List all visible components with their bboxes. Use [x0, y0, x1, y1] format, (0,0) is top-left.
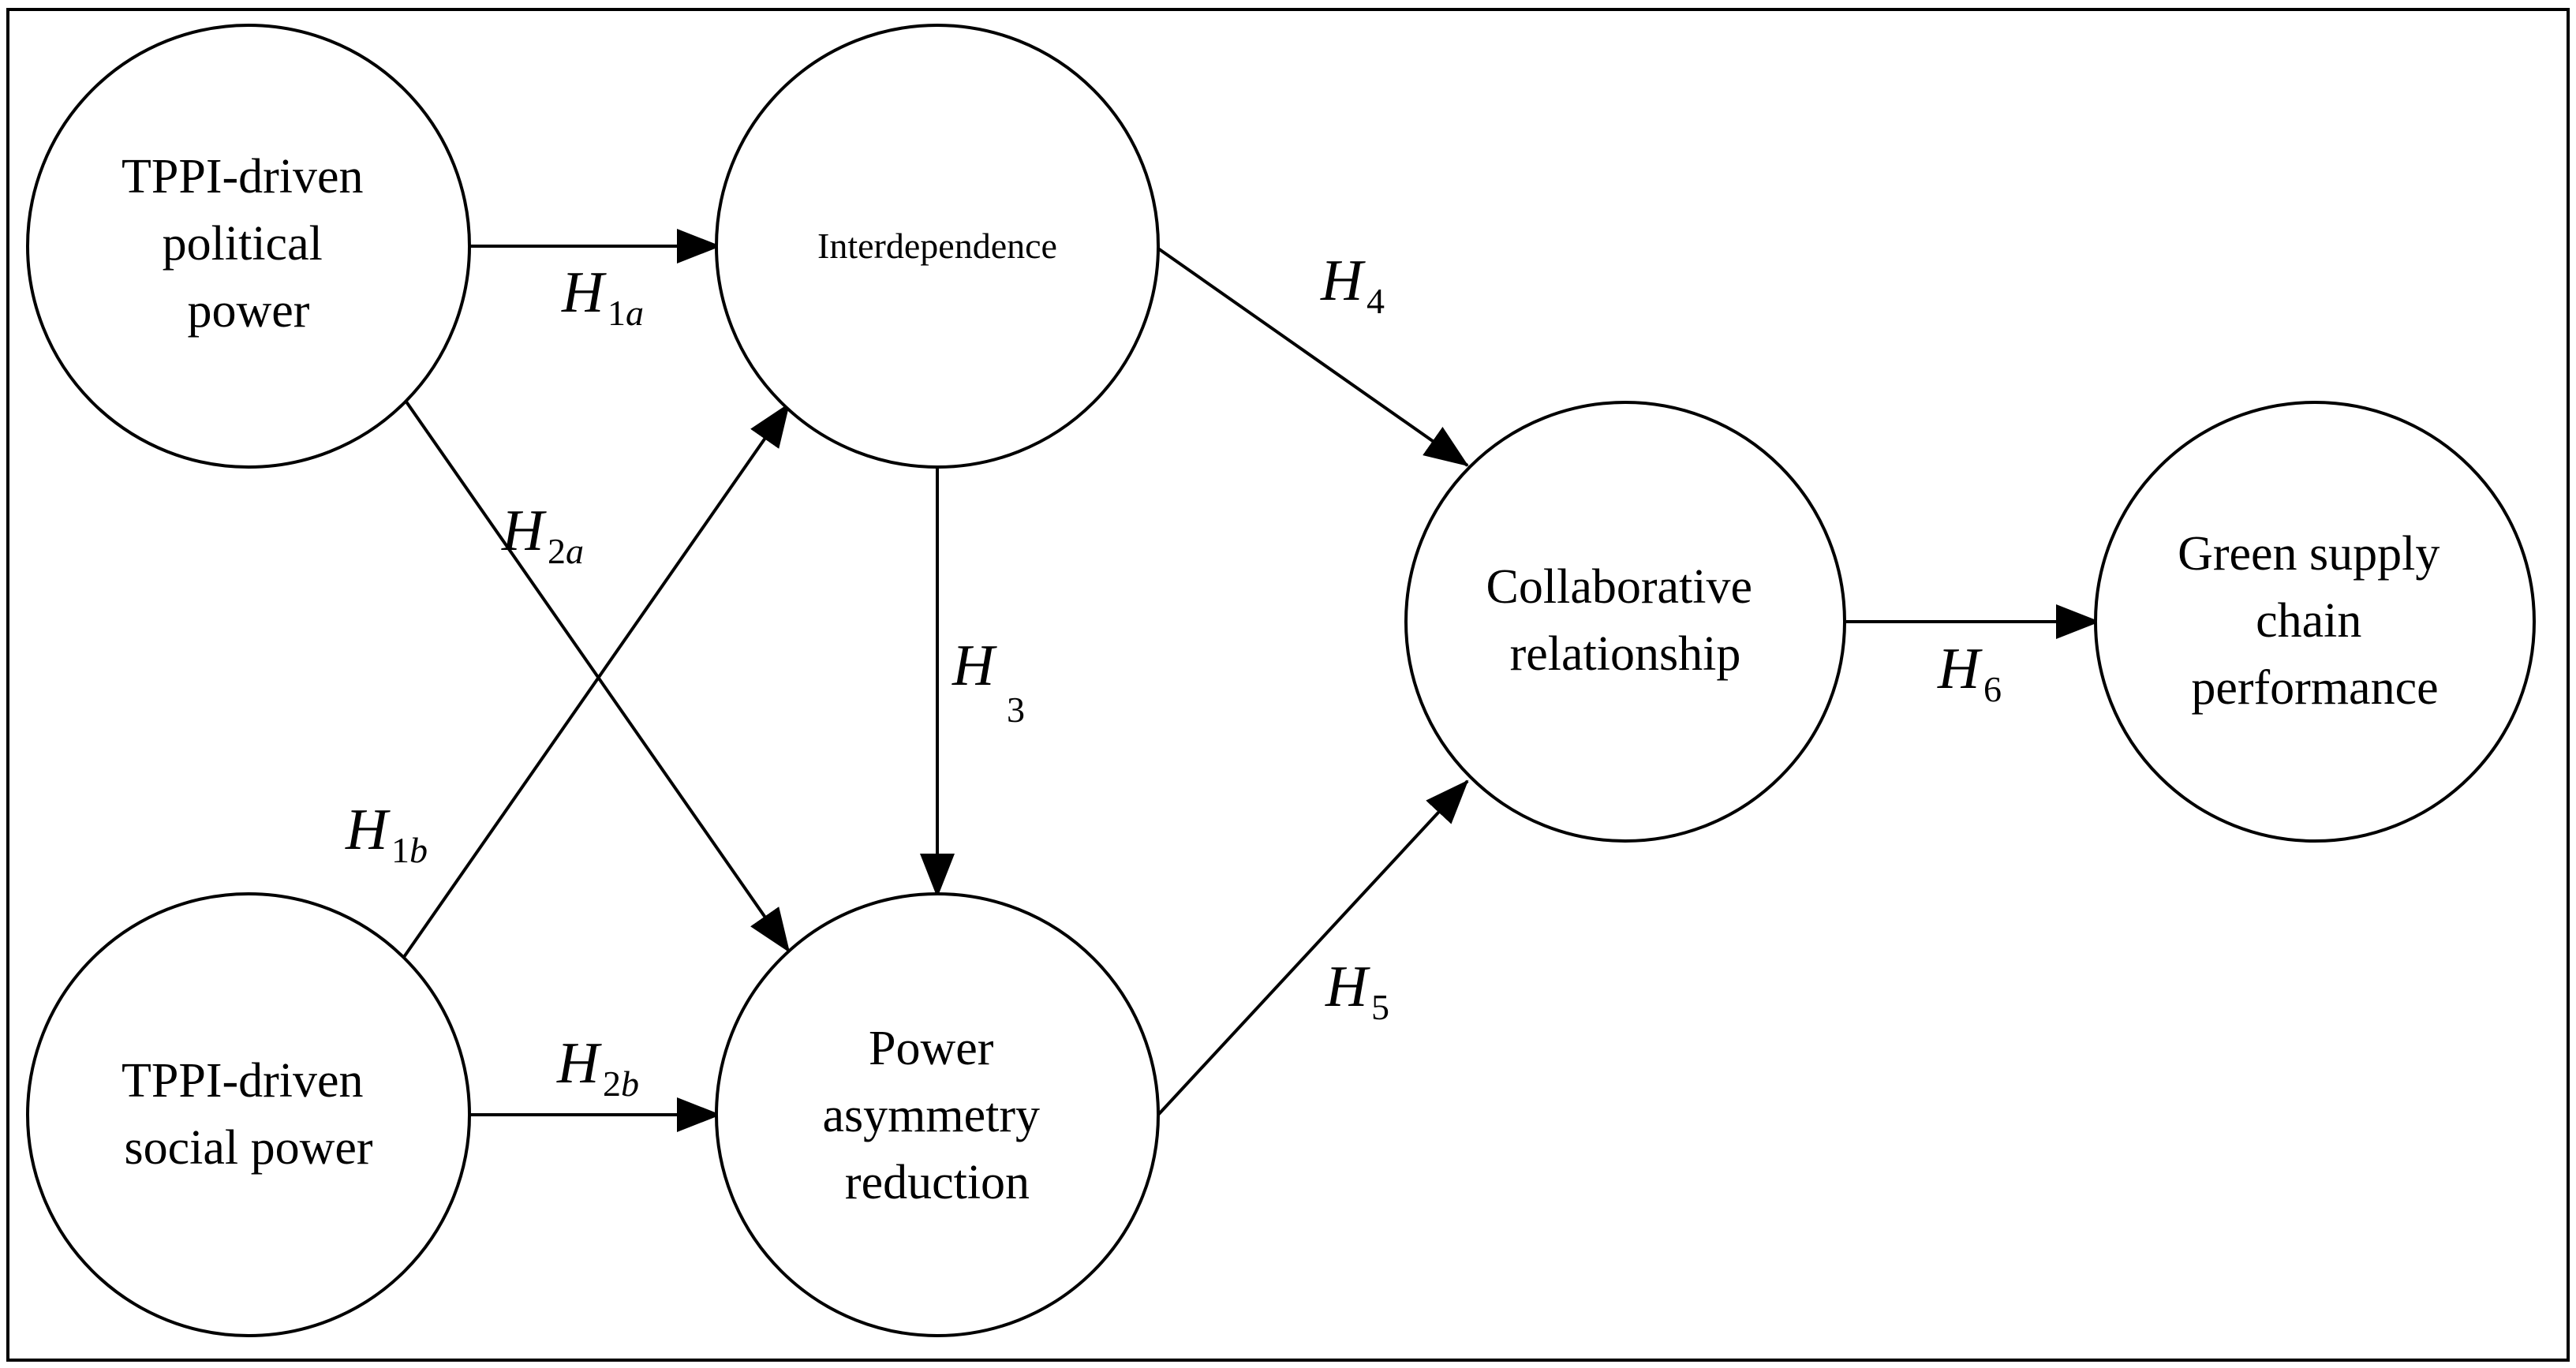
label-h3-main: H [952, 634, 997, 698]
label-h5-main: H [1325, 955, 1370, 1019]
node-green-performance-line-1: Green supply [2178, 527, 2440, 581]
label-h3: H 3 [952, 634, 1025, 730]
label-h5: H 5 [1325, 955, 1389, 1027]
node-collaborative-label: Collaborative relationship [1486, 560, 1765, 681]
node-collaborative-line-2: relationship [1510, 627, 1741, 681]
label-h2a-sub-letter: a [566, 531, 584, 571]
label-h2b-sub-letter: b [621, 1063, 639, 1104]
label-h1a-sub: 1a [608, 293, 644, 333]
diagram-frame [6, 8, 2570, 1362]
node-collaborative-circle [1404, 401, 1846, 843]
label-h1b-sub-num: 1 [391, 830, 409, 870]
label-h2b-sub: 2b [603, 1063, 639, 1104]
node-social-power-label: TPPI-driven social power [122, 1054, 376, 1175]
node-power-asymmetry-line-1: Power [869, 1022, 994, 1075]
node-social-power-line-2: social power [124, 1121, 372, 1175]
label-h6: H 6 [1937, 637, 2002, 709]
label-h2a-main: H [501, 499, 547, 563]
label-h6-sub: 6 [1983, 669, 2002, 709]
node-interdependence-label: Interdependence [817, 226, 1057, 266]
label-h2a-sub: 2a [548, 531, 584, 571]
edge-h4 [1157, 247, 1469, 467]
node-interdependence-line-1: Interdependence [817, 226, 1057, 266]
label-h2a-sub-num: 2 [548, 531, 566, 571]
label-h2b-sub-num: 2 [603, 1063, 621, 1104]
label-h4-main: H [1320, 249, 1366, 313]
edge-h2a [402, 397, 791, 953]
label-h1b-sub-letter: b [409, 830, 428, 870]
node-power-asymmetry-line-2: asymmetry [823, 1089, 1041, 1142]
node-social-power-line-1: TPPI-driven [122, 1054, 364, 1108]
label-h1a-sub-num: 1 [608, 293, 626, 333]
label-h5-sub: 5 [1371, 987, 1389, 1027]
node-political-power-circle [26, 24, 471, 469]
node-green-performance-line-2: chain [2256, 594, 2361, 648]
label-h2a: H 2a [501, 499, 584, 571]
node-political-power-line-3: power [188, 284, 310, 338]
label-h1b-main: H [345, 798, 391, 862]
node-green-performance-circle [2094, 401, 2536, 843]
label-h4: H 4 [1320, 249, 1385, 321]
edge-h1b [402, 402, 791, 959]
label-h1b: H 1b [345, 798, 428, 870]
label-h1b-sub: 1b [391, 830, 428, 870]
label-h1a-main: H [561, 260, 607, 325]
edge-h5 [1157, 779, 1469, 1116]
node-power-asymmetry-line-3: reduction [845, 1156, 1030, 1209]
label-h4-sub: 4 [1367, 281, 1385, 321]
label-h1a: H 1a [561, 260, 644, 333]
node-green-performance-line-3: performance [2191, 661, 2438, 715]
node-green-performance-label: Green supply chain performance [2178, 527, 2452, 715]
node-political-power-line-2: political [163, 217, 323, 271]
label-h3-sub: 3 [1007, 690, 1025, 730]
node-power-asymmetry-circle [715, 892, 1160, 1337]
node-social-power-circle [26, 892, 471, 1337]
node-collaborative-line-1: Collaborative [1486, 560, 1752, 614]
label-h6-main: H [1937, 637, 1983, 701]
node-political-power-line-1: TPPI-driven [122, 150, 364, 204]
label-h2b: H 2b [556, 1031, 639, 1104]
label-h1a-sub-letter: a [626, 293, 644, 333]
node-interdependence-circle [715, 24, 1160, 469]
node-power-asymmetry-label: Power asymmetry reduction [823, 1022, 1052, 1209]
label-h2b-main: H [556, 1031, 602, 1096]
node-political-power-label: TPPI-driven political power [122, 150, 376, 338]
